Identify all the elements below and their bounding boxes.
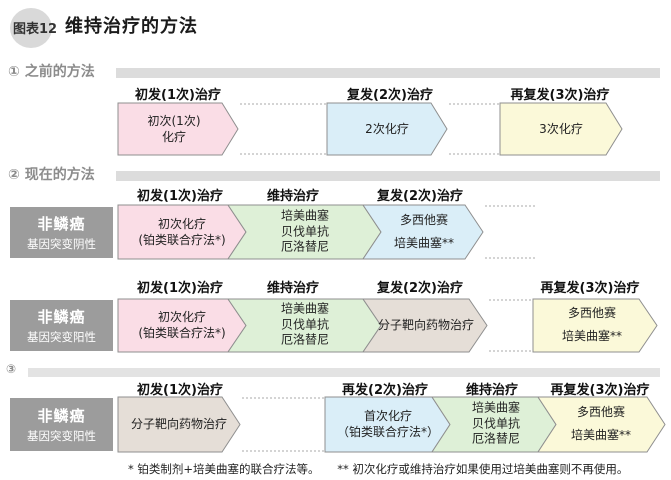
row4-maintenance-line3: 厄洛替尼 xyxy=(471,431,521,446)
row1-second-chemo-text: 2次化疗 xyxy=(365,121,409,136)
row2-relapse-line2: 培美曲塞** xyxy=(393,236,455,250)
row1-initial-chemo-line1: 初次(1次) xyxy=(147,113,201,128)
row3-targeted-therapy-arrow xyxy=(362,298,488,353)
footnote: * 铂类制剂+培美曲塞的联合疗法等。 ** 初次化疗或维持治疗如果使用过培美曲塞… xyxy=(128,461,628,477)
row4-category-subtitle: 基因突变阳性 xyxy=(27,429,96,443)
row2-category-subtitle: 基因突变阴性 xyxy=(27,237,96,251)
row4-category-label: 非鳞癌 基因突变阳性 xyxy=(10,398,113,451)
row3-third-line-line2: 培美曲塞** xyxy=(561,329,623,343)
row4-maintenance-line2: 贝伐单抗 xyxy=(471,416,521,431)
row3-category-title: 非鳞癌 xyxy=(37,308,86,326)
row1-header-first-line: 初发(1次)治疗 xyxy=(135,88,221,103)
row3-targeted-therapy-text: 分子靶向药物治疗 xyxy=(377,317,475,332)
row2-initial-chemo-text: 初次化疗 (铂类联合疗法*) xyxy=(138,216,225,248)
row3-header-maintenance: 维持治疗 xyxy=(266,281,320,296)
row2-header-first-line: 初发(1次)治疗 xyxy=(137,189,223,204)
row3-initial-chemo-line1: 初次化疗 xyxy=(157,309,206,324)
row3-initial-chemo-line2: (铂类联合疗法*) xyxy=(138,326,226,340)
row2-maintenance-line2: 贝伐单抗 xyxy=(280,224,330,239)
row3-third-line-line1: 多西他赛 xyxy=(567,306,617,321)
row1-header-second-relapse: 再复发(3次)治疗 xyxy=(510,88,610,103)
row1-second-chemo-arrow xyxy=(326,102,448,156)
section3-bar xyxy=(28,368,660,377)
row2-maintenance-text: 培美曲塞 贝伐单抗 厄洛替尼 xyxy=(281,209,329,256)
footnote-1: * 铂类制剂+培美曲塞的联合疗法等。 xyxy=(128,462,320,476)
row3-maintenance-line2: 贝伐单抗 xyxy=(280,317,330,332)
figure-title: 维持治疗的方法 xyxy=(65,16,198,37)
row2-category-label: 非鳞癌 基因突变阴性 xyxy=(10,207,113,258)
row3-third-line-text: 多西他赛 培美曲塞** xyxy=(562,302,622,348)
row3-maintenance-line1: 培美曲塞 xyxy=(280,301,330,316)
row2-initial-chemo-line1: 初次化疗 xyxy=(157,216,206,231)
row4-header-maintenance: 维持治疗 xyxy=(465,383,519,398)
row3-category-label: 非鳞癌 基因突变阳性 xyxy=(10,300,113,351)
row4-maintenance-text: 培美曲塞 贝伐单抗 厄洛替尼 xyxy=(472,401,520,448)
row4-third-line-line1: 多西他赛 xyxy=(576,405,626,420)
row2-dotted-connectors xyxy=(485,205,535,259)
row4-header-second-relapse: 再复发(3次)治疗 xyxy=(550,383,650,398)
row1-third-chemo-text: 3次化疗 xyxy=(539,121,583,136)
row1-header-relapse: 复发(2次)治疗 xyxy=(347,88,433,103)
section1-bar xyxy=(116,68,660,78)
row2-initial-chemo-line2: (铂类联合疗法*) xyxy=(138,233,226,247)
row1-initial-chemo-text: 初次(1次) 化疗 xyxy=(148,113,201,145)
row4-targeted-therapy-arrow xyxy=(117,396,241,453)
row2-header-maintenance: 维持治疗 xyxy=(266,189,320,204)
figure-number: 图表12 xyxy=(13,22,58,37)
row3-header-first-line: 初发(1次)治疗 xyxy=(137,281,223,296)
row4-third-line-arrow xyxy=(537,396,666,453)
row3-header-second-relapse: 再复发(3次)治疗 xyxy=(540,281,640,296)
row3-maintenance-text: 培美曲塞 贝伐单抗 厄洛替尼 xyxy=(281,302,329,349)
row4-third-line-line2: 培美曲塞** xyxy=(570,428,632,442)
row4-maintenance-line1: 培美曲塞 xyxy=(471,400,521,415)
row3-third-line-arrow xyxy=(532,298,658,353)
row2-category-title: 非鳞癌 xyxy=(37,215,86,233)
row1-initial-chemo-line2: 化疗 xyxy=(161,130,186,144)
footnote-2: ** 初次化疗或维持治疗如果使用过培美曲塞则不再使用。 xyxy=(337,462,629,476)
row2-header-relapse: 复发(2次)治疗 xyxy=(377,189,463,204)
row4-dotted-connectors xyxy=(242,397,324,452)
section1-label: ① 之前的方法 xyxy=(8,64,95,80)
row3-initial-chemo-text: 初次化疗 (铂类联合疗法*) xyxy=(138,309,225,341)
row2-relapse-text: 多西他赛 培美曲塞** xyxy=(394,209,454,255)
row4-first-chemo-line1: 首次化疗 xyxy=(363,408,413,423)
row3-category-subtitle: 基因突变阳性 xyxy=(27,330,96,344)
section2-label: ② 现在的方法 xyxy=(8,167,95,183)
row1-initial-chemo-arrow xyxy=(117,102,239,156)
row2-maintenance-line3: 厄洛替尼 xyxy=(280,239,330,254)
row4-targeted-therapy-text: 分子靶向药物治疗 xyxy=(130,416,228,431)
row4-header-relapse: 再发(2次)治疗 xyxy=(342,383,428,398)
figure-number-badge-circle xyxy=(10,8,52,48)
row3-maintenance-line3: 厄洛替尼 xyxy=(280,332,330,347)
row1-dotted-connectors xyxy=(240,103,499,155)
row3-header-relapse: 复发(2次)治疗 xyxy=(377,281,463,296)
row4-header-first-line: 初发(1次)治疗 xyxy=(137,383,223,398)
row4-category-title: 非鳞癌 xyxy=(37,407,86,425)
row3-dotted-connectors xyxy=(489,299,532,352)
row2-relapse-line1: 多西他赛 xyxy=(399,213,449,228)
section3-label: ③ xyxy=(6,362,17,376)
row1-third-chemo-arrow xyxy=(499,102,623,156)
row4-first-chemo-text: 首次化疗 （铂类联合疗法*） xyxy=(337,408,439,440)
row4-third-line-text: 多西他赛 培美曲塞** xyxy=(571,401,631,447)
section2-bar xyxy=(116,171,660,181)
row2-maintenance-line1: 培美曲塞 xyxy=(280,208,330,223)
row2-relapse-arrow xyxy=(362,204,484,260)
row4-first-chemo-line2: （铂类联合疗法*） xyxy=(336,425,440,439)
